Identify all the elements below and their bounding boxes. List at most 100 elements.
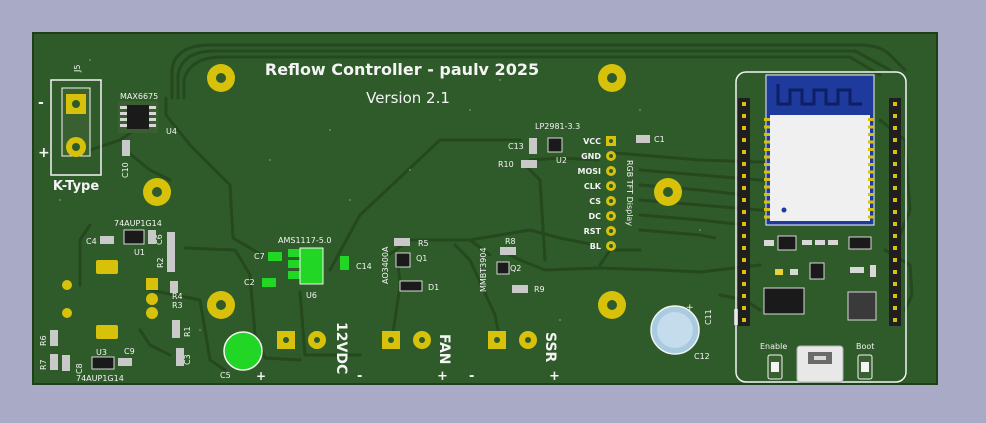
module-pad — [764, 148, 770, 151]
header-pin — [893, 150, 897, 154]
mounting-hole — [207, 64, 235, 92]
j5-ref: J5 — [73, 65, 82, 73]
module-pad — [764, 133, 770, 136]
tft-pin-label: RST — [584, 227, 602, 236]
header-pin — [742, 318, 746, 322]
mounting-hole — [143, 178, 171, 206]
q1-transistor — [395, 252, 411, 268]
header-pin — [893, 138, 897, 142]
tft-pin-hole — [609, 184, 613, 188]
c6-ref: C6 — [155, 234, 164, 245]
test-pad — [96, 260, 118, 274]
module-pad — [764, 118, 770, 121]
header-pin — [742, 162, 746, 166]
r2-ref: R2 — [156, 257, 165, 268]
header-pin — [893, 126, 897, 130]
ams-label: AMS1117-5.0 — [278, 236, 331, 245]
terminal-12vdc — [277, 331, 326, 349]
mounting-holes — [143, 64, 682, 319]
jumper-header — [146, 278, 158, 319]
r6-ref: R6 — [39, 335, 48, 346]
enable-label: Enable — [760, 342, 787, 351]
c6-part — [148, 230, 156, 244]
module-smd-parts — [763, 235, 877, 321]
c11-plus: + — [686, 303, 694, 313]
module-pad — [868, 148, 874, 151]
c10-part — [122, 140, 130, 156]
r4-ref: R4 — [172, 292, 183, 301]
test-via — [62, 280, 72, 290]
d1-ref: D1 — [428, 283, 439, 292]
r4-part — [170, 281, 178, 293]
module-pad — [764, 155, 770, 159]
mounting-hole — [598, 291, 626, 319]
board-version: Version 2.1 — [366, 89, 450, 107]
c11-ref: C11 — [704, 309, 713, 325]
u3-part: 74AUP1G14 — [76, 374, 124, 383]
tft-pin-label: VCC — [583, 137, 601, 146]
c13-ref: C13 — [508, 142, 524, 151]
fan-label: FAN — [436, 334, 452, 365]
test-pad — [96, 325, 118, 339]
r1-ref: R1 — [183, 326, 192, 337]
u1-part: 74AUP1G14 — [114, 219, 162, 228]
header-pin — [742, 126, 746, 130]
esp32-header-left — [738, 98, 750, 326]
header-pin — [893, 318, 897, 322]
module-pad — [764, 215, 770, 219]
tft-pin-hole — [609, 169, 613, 173]
j5-ktype-connector — [50, 79, 102, 176]
header-pin — [742, 138, 746, 142]
esp32-module — [735, 71, 907, 383]
module-pad — [868, 193, 874, 196]
r8-ref: R8 — [505, 237, 516, 246]
module-pad — [868, 200, 874, 204]
r7-ref: R7 — [39, 359, 48, 370]
u3-ref: U3 — [96, 348, 107, 357]
header-pin — [893, 234, 897, 238]
tft-pin-label: BL — [590, 242, 601, 251]
c9-ref: C9 — [124, 347, 135, 356]
header-pin — [742, 294, 746, 298]
module-pad — [764, 170, 770, 174]
c12-ref: C12 — [694, 352, 710, 361]
u2-ref: U2 — [556, 156, 567, 165]
r1-part — [172, 320, 180, 338]
boot-label: Boot — [856, 342, 874, 351]
header-pin — [893, 198, 897, 202]
tft-pin-label: DC — [588, 212, 601, 221]
tft-pin-hole — [609, 154, 613, 158]
boot-button[interactable] — [857, 354, 873, 380]
usb-connector[interactable] — [796, 345, 844, 383]
c14-part — [340, 256, 349, 270]
header-pin — [742, 258, 746, 262]
fan-plus: + — [437, 369, 448, 384]
header-pin — [893, 246, 897, 250]
header-pin — [742, 270, 746, 274]
module-pad — [868, 125, 874, 129]
u1-ref: U1 — [134, 248, 145, 257]
c9-part — [118, 358, 132, 366]
terminal-ssr — [488, 331, 537, 349]
mounting-hole — [207, 291, 235, 319]
c1-ref: C1 — [654, 135, 665, 144]
mounting-hole — [654, 178, 682, 206]
r10-ref: R10 — [498, 160, 514, 169]
header-pin — [893, 306, 897, 310]
header-pin — [893, 174, 897, 178]
enable-button[interactable] — [767, 354, 783, 380]
header-pin — [742, 114, 746, 118]
module-pad — [868, 133, 874, 136]
r8-part — [500, 247, 516, 255]
ktype-plus: + — [38, 145, 50, 161]
d1-diode — [399, 280, 423, 292]
ao-label: AO3400A — [381, 246, 390, 284]
u2-chip — [547, 137, 563, 153]
r2-part — [167, 232, 175, 272]
fan-minus: - — [469, 369, 474, 384]
header-pin — [893, 222, 897, 226]
c2-part — [262, 278, 276, 287]
module-pad — [764, 200, 770, 204]
q1-ref: Q1 — [416, 254, 427, 263]
v12-label: 12VDC — [333, 322, 349, 374]
